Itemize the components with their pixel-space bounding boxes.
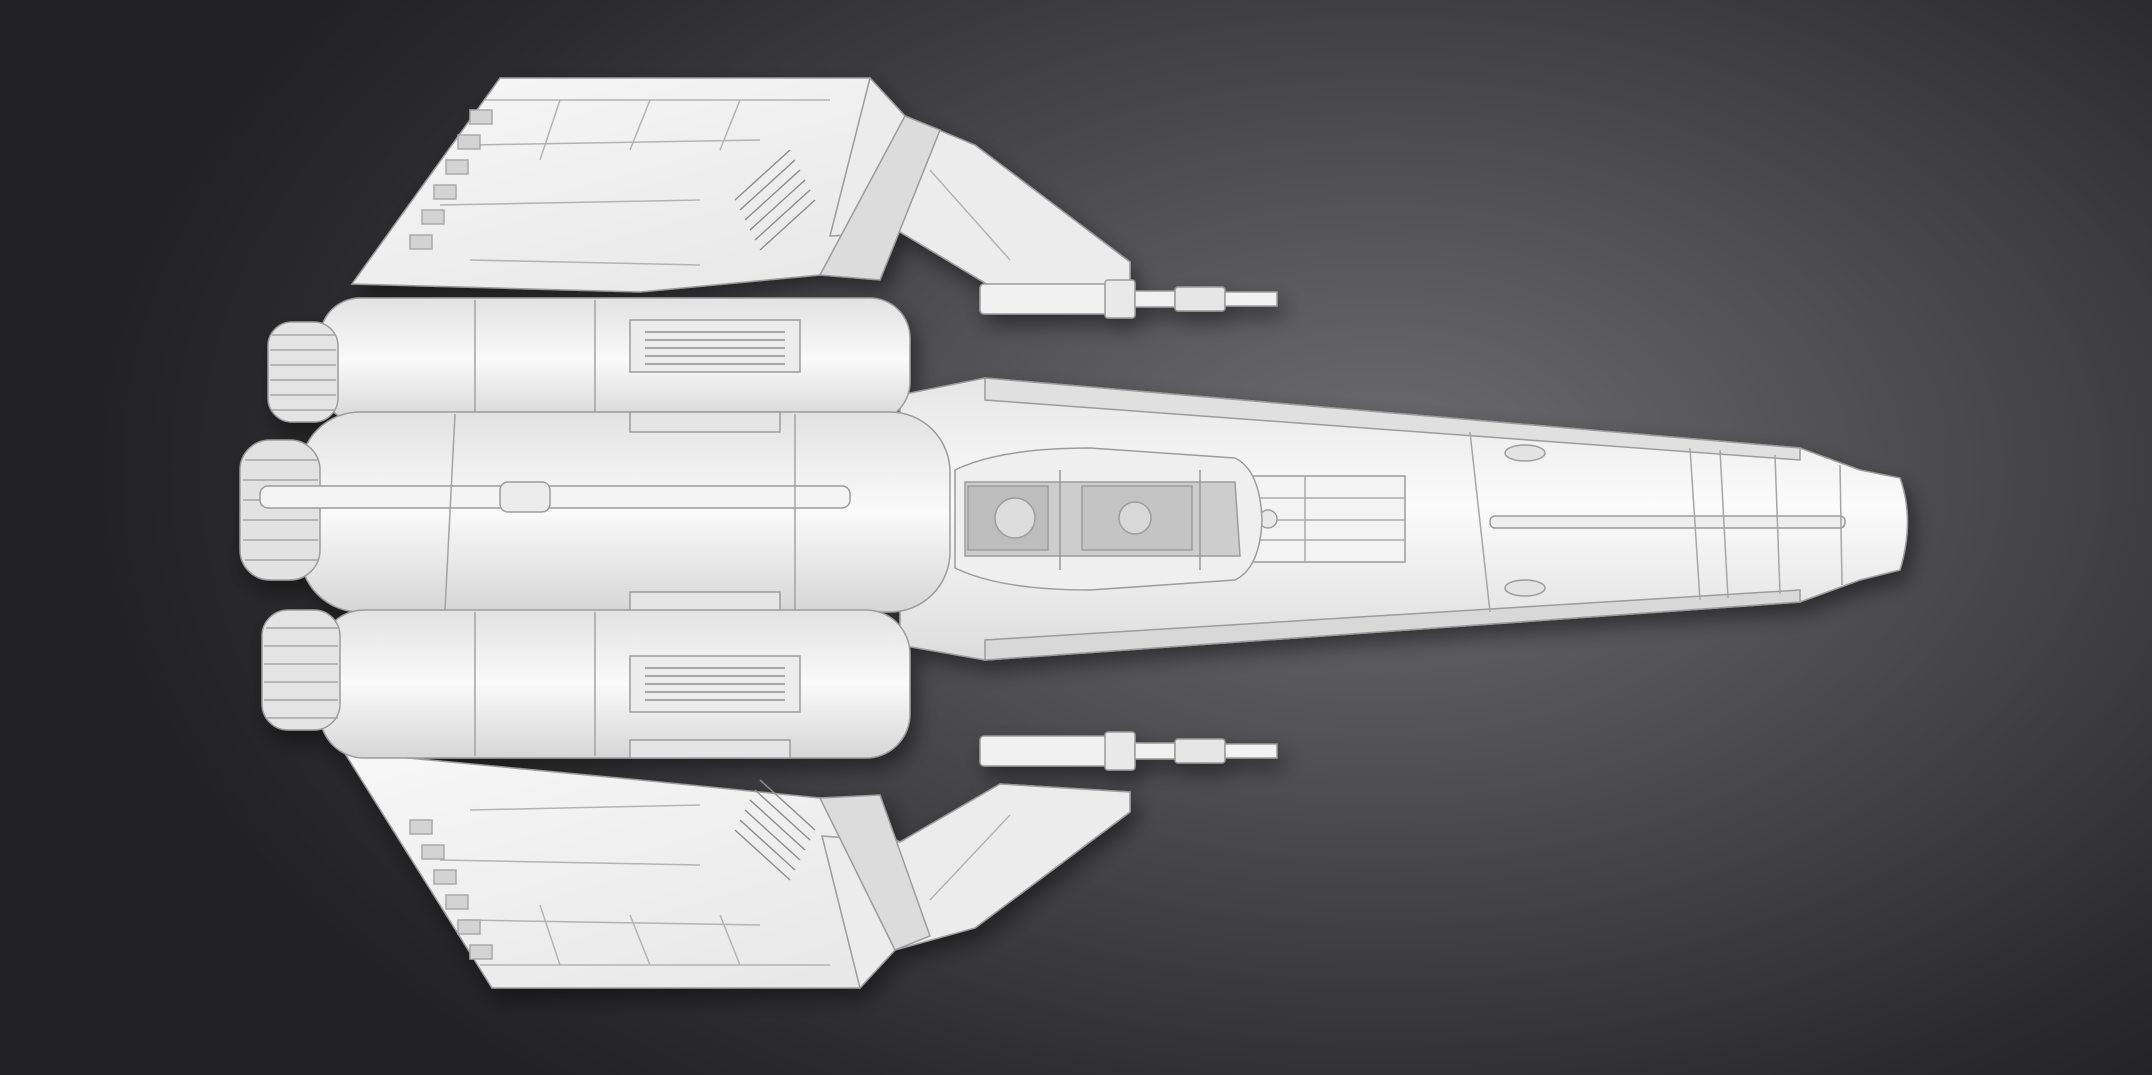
upper-wing xyxy=(350,76,1131,293)
lower-wing xyxy=(342,751,1131,990)
lower-engine xyxy=(261,609,911,759)
cockpit xyxy=(954,447,1263,591)
lower-cannon xyxy=(979,731,1278,771)
upper-engine xyxy=(267,297,911,423)
upper-cannon xyxy=(979,279,1278,319)
fuselage xyxy=(899,377,1909,661)
center-engine xyxy=(239,411,951,615)
